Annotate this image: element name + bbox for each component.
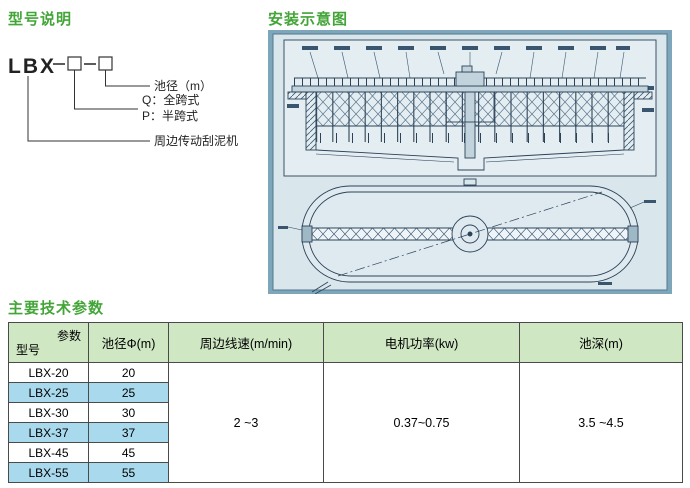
center-column <box>464 91 476 159</box>
header-row: 参数 型号 池径Φ(m) 周边线速(m/min) 电机功率(kw) 池深(m) <box>8 322 683 363</box>
drive-carriage-right <box>627 225 639 243</box>
section-view <box>283 39 657 177</box>
label-machine-name: 周边传动刮泥机 <box>154 133 238 148</box>
model-code-diagram: LBX 池径（m） Q：全跨式 P：半跨式 周边传动刮泥机 <box>8 55 238 148</box>
model-prefix: LBX <box>8 55 56 78</box>
model-cell: LBX-25 <box>8 382 89 403</box>
corner-label-model: 型号 <box>16 343 41 357</box>
line-speed-cell: 2 ~3 <box>168 362 324 483</box>
model-cell: LBX-45 <box>8 442 89 463</box>
corner-label-parameter: 参数 <box>56 329 81 343</box>
col-header-pool-depth: 池深(m) <box>519 322 683 363</box>
corner-header: 参数 型号 <box>8 322 89 363</box>
col-header-diameter: 池径Φ(m) <box>88 322 169 363</box>
installation-drawing <box>268 30 672 295</box>
motor-power-cell: 0.37~0.75 <box>323 362 520 483</box>
pool-depth-cell: 3.5 ~4.5 <box>519 362 683 483</box>
center-drive <box>455 71 485 87</box>
tank-wall-left <box>305 91 317 151</box>
diameter-cell: 37 <box>88 422 169 443</box>
model-cell: LBX-37 <box>8 422 89 443</box>
label-half-span: P：半跨式 <box>142 109 198 123</box>
diagonal-centerline <box>337 191 603 277</box>
table-row: LBX-25 25 <box>8 382 683 403</box>
diameter-cell: 30 <box>88 402 169 423</box>
diameter-cell: 20 <box>88 362 169 383</box>
drive-carriage-left <box>301 225 313 243</box>
col-header-motor-power: 电机功率(kw) <box>323 322 520 363</box>
leader-diameter <box>105 70 150 87</box>
parameters-table: 参数 型号 池径Φ(m) 周边线速(m/min) 电机功率(kw) 池深(m) … <box>8 322 683 483</box>
install-section-title: 安装示意图 <box>268 11 349 28</box>
code-box-1 <box>67 56 82 71</box>
leader-machine <box>27 76 150 142</box>
stilling-well <box>445 91 495 123</box>
inlet-pipe <box>311 281 332 295</box>
plan-view <box>278 178 656 295</box>
model-cell: LBX-30 <box>8 402 89 423</box>
table-row: LBX-20 20 2 ~3 0.37~0.75 3.5 ~4.5 <box>8 362 683 483</box>
tank-floor <box>315 149 625 171</box>
table-row: LBX-55 55 <box>8 462 683 483</box>
diameter-cell: 25 <box>88 382 169 403</box>
diameter-cell: 45 <box>88 442 169 463</box>
model-cell: LBX-55 <box>8 462 89 483</box>
label-pool-diameter: 池径（m） <box>154 79 212 93</box>
col-header-line-speed: 周边线速(m/min) <box>168 322 324 363</box>
diameter-cell: 55 <box>88 462 169 483</box>
installation-diagram-photo <box>268 30 672 295</box>
code-box-2 <box>98 56 113 71</box>
label-full-span: Q：全跨式 <box>142 92 199 107</box>
model-cell: LBX-20 <box>8 362 89 383</box>
work-bridge <box>291 85 649 93</box>
model-section-title: 型号说明 <box>8 11 73 28</box>
tank-wall-right <box>623 91 635 151</box>
table-row: LBX-45 45 <box>8 442 683 463</box>
leader-span-type <box>74 70 138 110</box>
table-row: LBX-37 37 <box>8 422 683 443</box>
params-section-title: 主要技术参数 <box>8 300 105 317</box>
